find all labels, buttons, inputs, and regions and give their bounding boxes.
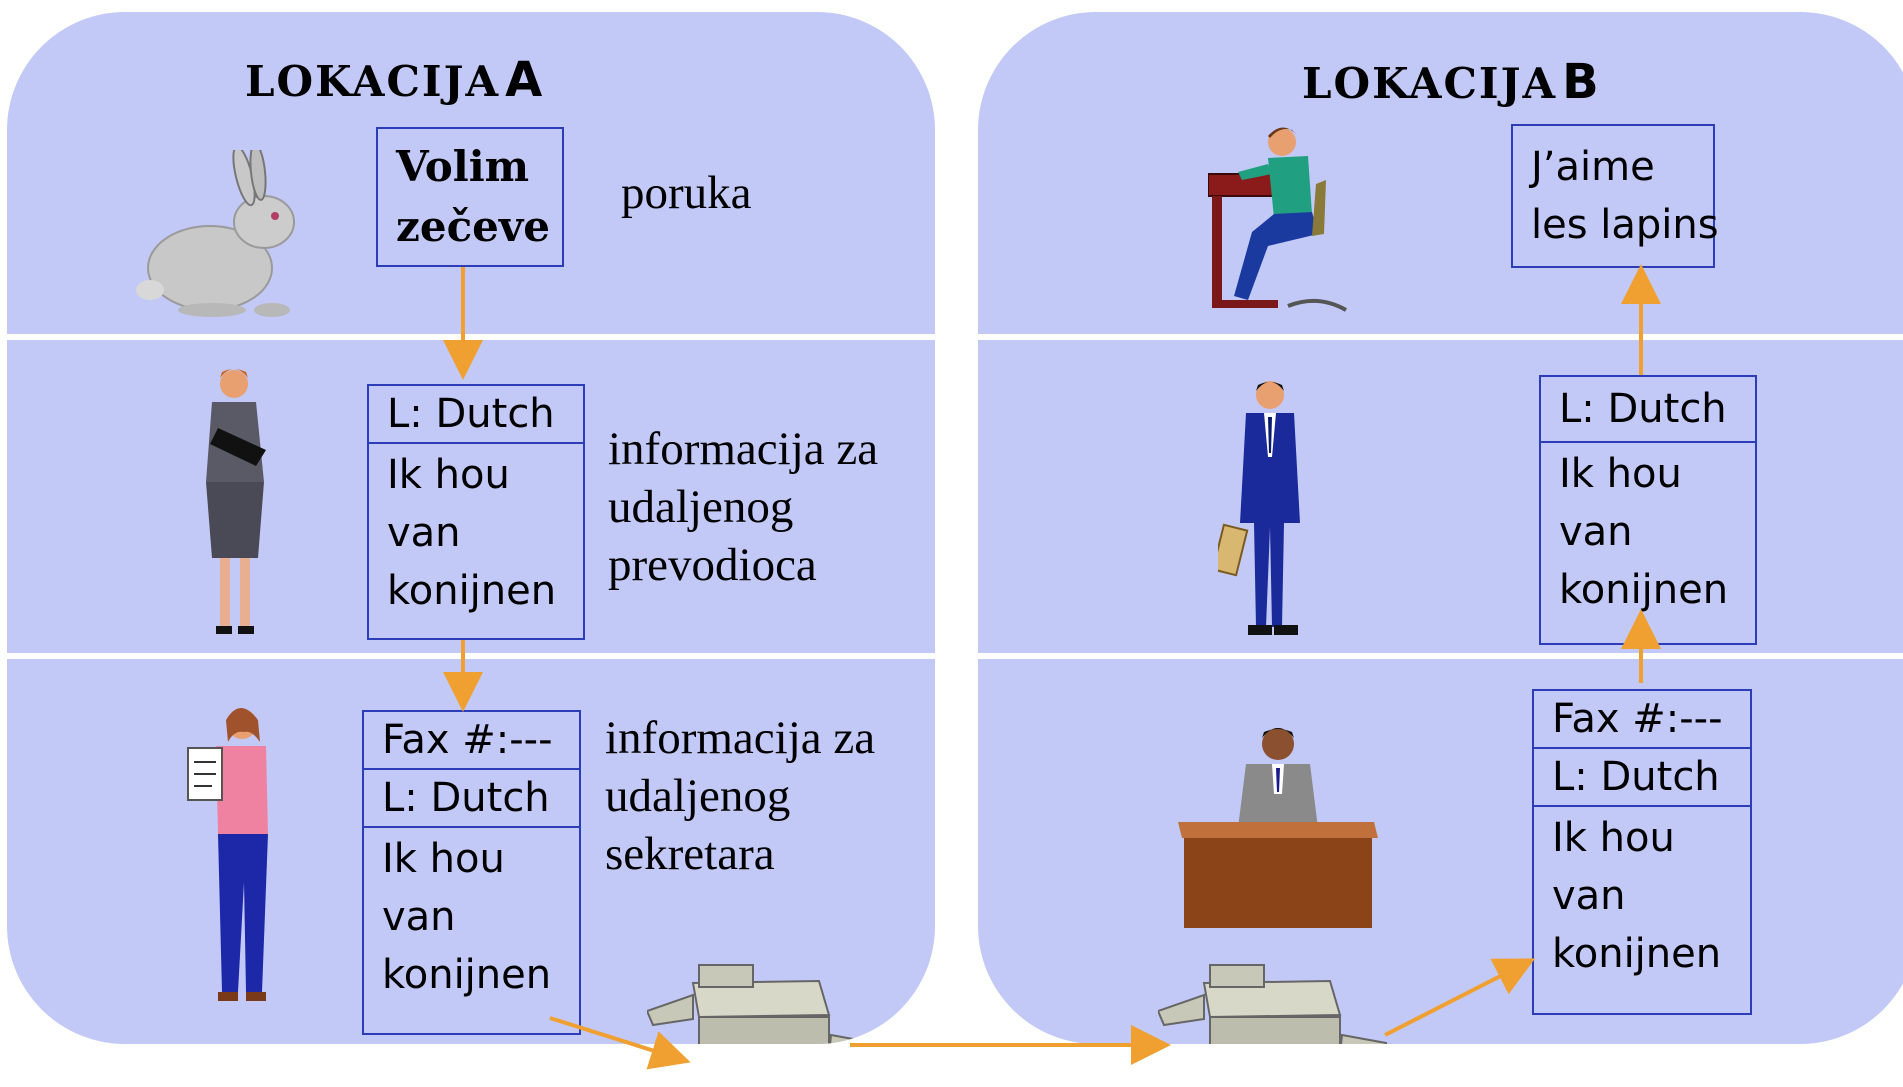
layer-divider bbox=[978, 653, 1903, 659]
message-label: poruka bbox=[621, 167, 752, 219]
message-box: J’aime les lapins bbox=[1511, 124, 1719, 268]
location-a-title: LOKACIJA A bbox=[245, 52, 543, 108]
secretary-icon bbox=[187, 708, 268, 1001]
rabbit-icon bbox=[136, 150, 295, 317]
secretary-info-box: Fax #:--- L: Dutch Ik hou van konijnen bbox=[362, 710, 581, 1035]
person-at-desk-icon bbox=[1178, 728, 1378, 928]
layer-divider bbox=[7, 653, 935, 659]
businessman-icon bbox=[1218, 381, 1300, 635]
fax-machine-icon bbox=[1158, 964, 1388, 1044]
secretary-note: informacija za udaljenog sekretara bbox=[605, 712, 876, 880]
translator-note: informacija za udaljenog prevodioca bbox=[608, 423, 879, 591]
businesswoman-icon bbox=[206, 369, 266, 634]
translator-info-box: L: Dutch Ik hou van konijnen bbox=[1539, 375, 1757, 645]
secretary-info-box: Fax #:--- L: Dutch Ik hou van konijnen bbox=[1532, 689, 1752, 1015]
layer-divider bbox=[7, 334, 935, 340]
location-b-panel: LOKACIJA B J’aime les lapins L: Dutch Ik… bbox=[978, 12, 1903, 1044]
arrow-fax-b-to-secretary bbox=[1384, 958, 1536, 1037]
fax-machine-icon bbox=[647, 964, 877, 1044]
arrow-secretary-to-fax-a bbox=[549, 1016, 691, 1070]
location-b-title: LOKACIJA B bbox=[1302, 54, 1599, 110]
writer-at-desk-icon bbox=[1208, 127, 1347, 312]
location-a-panel: LOKACIJA A Volim zečeve poruka L: Dutch … bbox=[7, 12, 935, 1044]
message-box: Volim zečeve bbox=[376, 127, 564, 267]
layer-divider bbox=[978, 334, 1903, 340]
translator-info-box: L: Dutch Ik hou van konijnen bbox=[367, 384, 585, 640]
